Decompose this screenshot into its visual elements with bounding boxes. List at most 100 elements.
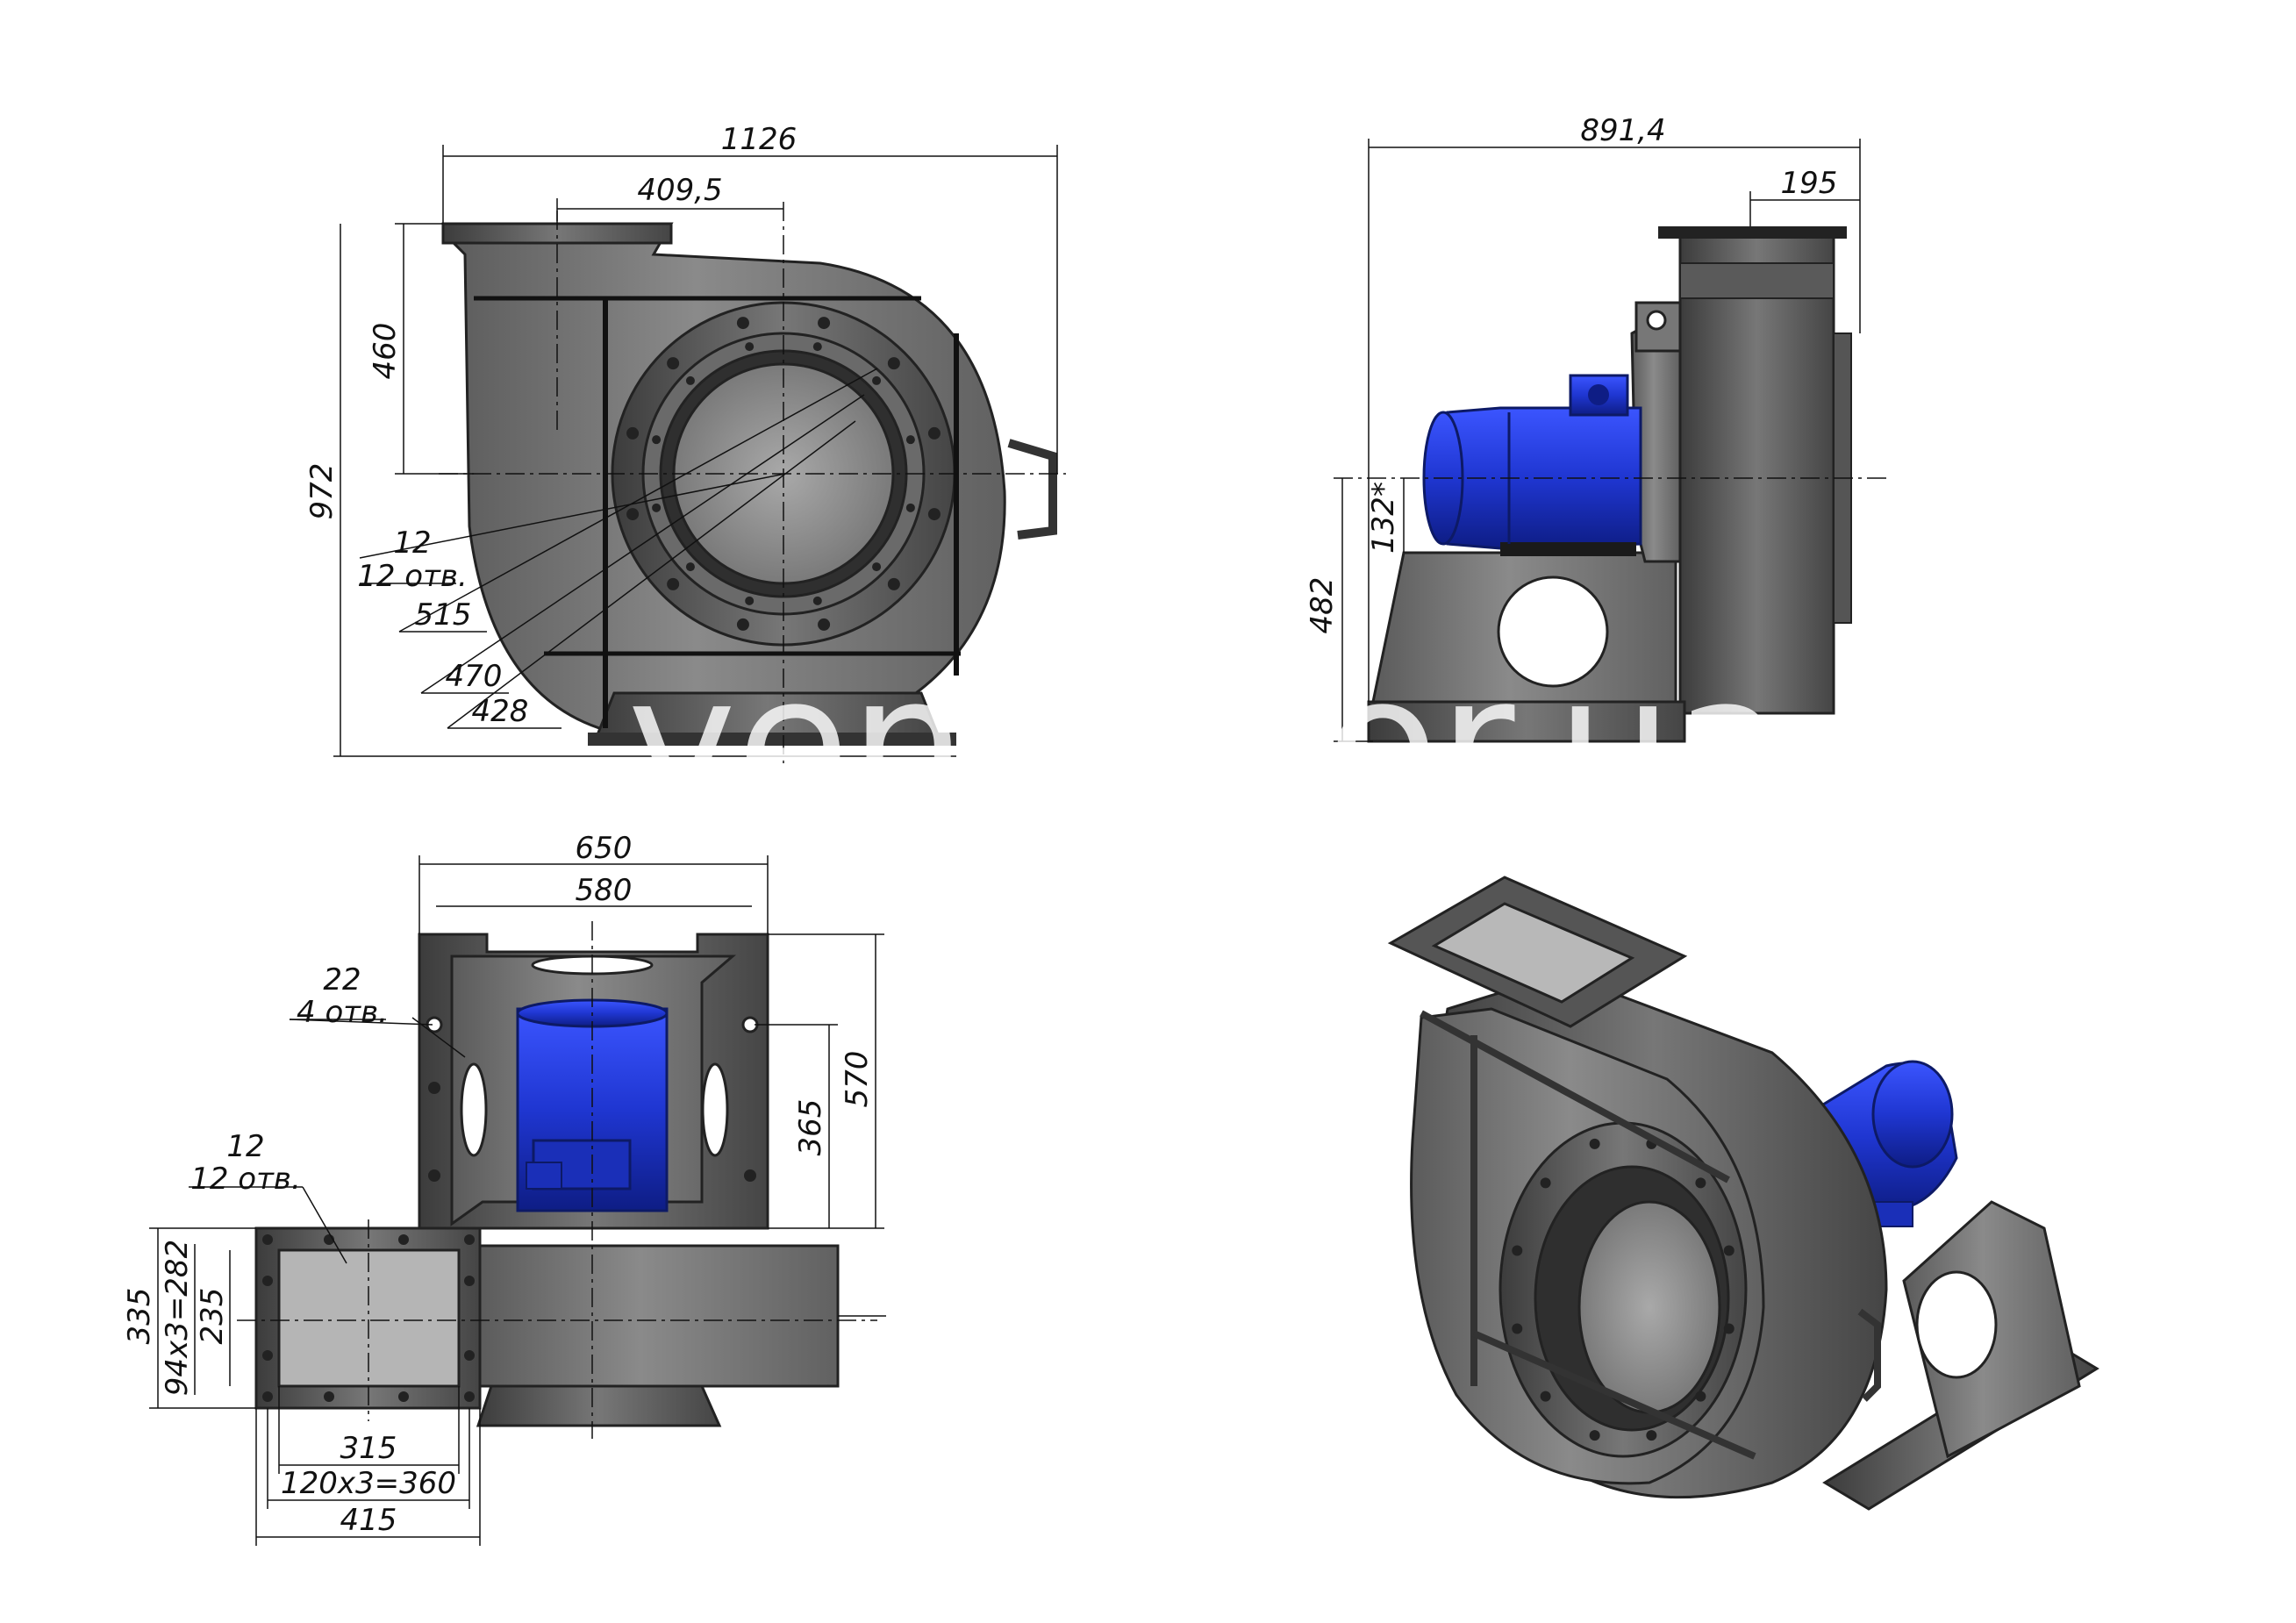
top-flange-bolt	[464, 1234, 475, 1245]
top-flange-bolt	[398, 1234, 409, 1245]
front-bolt-outer	[667, 357, 680, 370]
dim-972: 972	[304, 463, 340, 520]
side-motor	[1422, 374, 1642, 556]
dim-409-5: 409,5	[637, 173, 722, 208]
top-flange-bolt	[262, 1350, 273, 1361]
side-view: 891,4 195 132* 482	[1305, 113, 1886, 743]
front-bolt-outer	[818, 618, 831, 631]
iso-bolt	[1540, 1177, 1551, 1189]
dim-1126: 1126	[721, 122, 798, 157]
front-bolts-outer	[626, 317, 941, 631]
label-22: 22	[323, 962, 361, 997]
iso-bolt	[1695, 1177, 1706, 1189]
iso-bolt	[1646, 1430, 1657, 1441]
iso-pedestal-hole	[1915, 1270, 1998, 1379]
iso-bolt	[1589, 1138, 1600, 1149]
top-flange-bolt	[262, 1234, 273, 1245]
iso-rib-3	[1472, 1330, 1756, 1460]
iso-flange-bolts	[1512, 1138, 1735, 1441]
iso-bolt	[1723, 1323, 1735, 1334]
label-470: 470	[446, 659, 503, 694]
dim-580: 580	[576, 873, 633, 908]
front-bolt-inner	[905, 503, 915, 512]
front-bolt-outer	[887, 357, 900, 370]
side-housing-band	[1679, 262, 1835, 299]
dim-195: 195	[1781, 166, 1838, 201]
iso-bolt	[1512, 1323, 1523, 1334]
side-top-flange	[1658, 226, 1847, 239]
front-bolts-inner	[652, 342, 915, 605]
front-bolt-outer	[818, 317, 831, 330]
top-bolt-2	[428, 1169, 440, 1182]
top-flange-bolt	[464, 1391, 475, 1402]
dim-482: 482	[1305, 577, 1340, 634]
dim-460: 460	[368, 323, 403, 380]
dim-235: 235	[195, 1288, 230, 1345]
top-bolt-3	[744, 1169, 756, 1182]
dim-132: 132*	[1366, 482, 1401, 554]
label-holes-count: 12 отв.	[357, 559, 468, 594]
front-bolt-inner	[745, 342, 755, 352]
side-pedestal-hole	[1497, 576, 1609, 688]
leader-12	[302, 1186, 347, 1264]
dim-415: 415	[340, 1503, 397, 1538]
front-bolt-inner	[652, 435, 662, 445]
top-slot-left	[460, 1062, 488, 1157]
front-handle	[1007, 439, 1057, 540]
front-bolt-outer	[626, 508, 640, 521]
top-flange-bolt	[262, 1391, 273, 1402]
front-bolt-inner	[872, 562, 882, 572]
front-bolt-inner	[812, 342, 822, 352]
front-view: 1126 409,5 460 972 12 12 отв. 515 470 42…	[304, 122, 1066, 763]
side-base-plate	[1367, 700, 1686, 743]
leader-22-b	[411, 1017, 466, 1058]
side-lug-hole	[1646, 310, 1667, 331]
leader-428	[447, 420, 856, 729]
dim-94x3: 94x3=282	[160, 1240, 195, 1396]
top-bolt-1	[428, 1082, 440, 1094]
front-bolt-outer	[927, 426, 941, 440]
iso-bolt	[1695, 1391, 1706, 1402]
label-holes-12: 12	[393, 526, 431, 561]
front-base	[588, 733, 956, 746]
iso-outlet-opening	[1431, 902, 1635, 1004]
top-scroll	[476, 1244, 840, 1388]
front-bolt-inner	[685, 375, 695, 385]
top-flange-bolt	[464, 1350, 475, 1361]
dim-650: 650	[576, 831, 633, 866]
top-scroll-bottom	[476, 1384, 722, 1427]
top-slot-right	[701, 1062, 729, 1157]
top-flange-bolt	[324, 1391, 334, 1402]
front-bolt-outer	[736, 618, 749, 631]
front-bolt-inner	[905, 435, 915, 445]
top-motor	[516, 998, 669, 1212]
front-bolt-inner	[872, 375, 882, 385]
top-flange-bolt	[464, 1276, 475, 1286]
leader-515	[398, 368, 878, 633]
dim-335: 335	[122, 1288, 157, 1345]
front-bolt-inner	[652, 503, 662, 512]
iso-bolt	[1723, 1245, 1735, 1256]
side-housing	[1678, 233, 1835, 715]
dim-891-4: 891,4	[1580, 113, 1665, 148]
iso-handle	[1857, 1308, 1881, 1402]
iso-bolt	[1540, 1391, 1551, 1402]
iso-bolt	[1512, 1245, 1523, 1256]
top-flange-bolt	[262, 1276, 273, 1286]
front-bolt-inner	[812, 596, 822, 605]
dim-365: 365	[793, 1099, 828, 1156]
dim-315: 315	[340, 1431, 397, 1466]
watermark: ventilator.ua	[627, 636, 1786, 851]
front-bolt-outer	[626, 426, 640, 440]
top-view: 650 580 22 4 отв. 365 570 12 12 отв. 335…	[122, 831, 886, 1546]
front-bolt-inner	[685, 562, 695, 572]
iso-bolt	[1589, 1430, 1600, 1441]
dim-120x3: 120x3=360	[281, 1466, 456, 1501]
leader-470	[420, 394, 865, 694]
label-top-12-holes: 12 отв.	[190, 1162, 301, 1197]
front-bolt-outer	[887, 577, 900, 590]
leader-22	[289, 1019, 433, 1026]
front-bolt-outer	[736, 317, 749, 330]
label-515: 515	[415, 597, 472, 633]
label-top-12: 12	[226, 1129, 264, 1164]
